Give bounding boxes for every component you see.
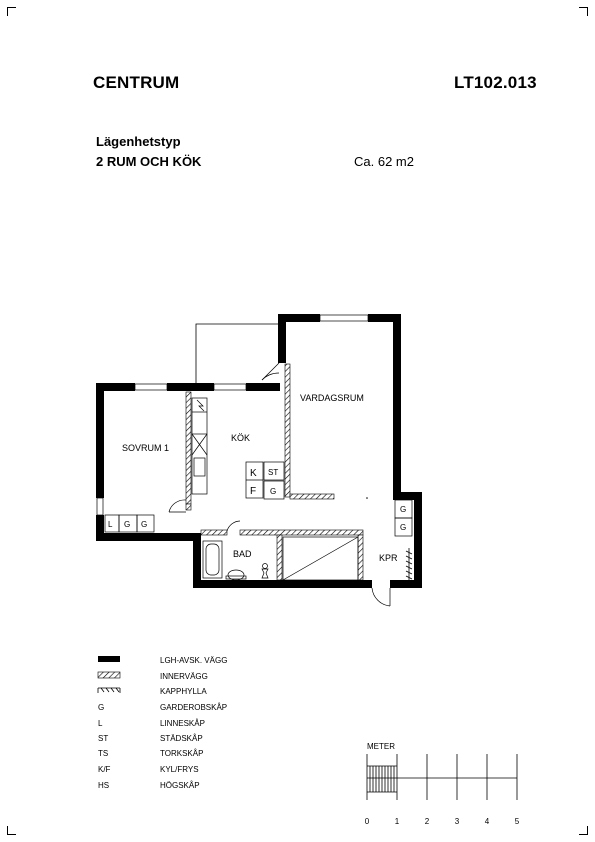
legend-code: ST [98, 734, 108, 743]
crop-mark-bottom-right [579, 826, 588, 835]
fixture-code-g4: G [400, 505, 406, 514]
area-name: CENTRUM [93, 73, 180, 92]
balcony [195, 323, 279, 383]
bathroom-fixtures [202, 540, 269, 581]
room-label-closet: KPR [379, 553, 398, 563]
scale-tick-label: 0 [365, 817, 370, 826]
fixture-code-g5: G [400, 523, 406, 532]
apartment-area: Ca. 62 m2 [354, 154, 414, 169]
fixture-code-f: F [250, 486, 256, 497]
coat-rack [405, 548, 413, 580]
legend-symbol-exterior-wall [98, 656, 120, 662]
scale-tick-label: 2 [425, 817, 430, 826]
room-label-bedroom: SOVRUM 1 [122, 443, 169, 453]
scale-tick-label: 5 [515, 817, 520, 826]
legend-code: G [98, 703, 104, 712]
scale-tick-label: 3 [455, 817, 460, 826]
fixture-code-k: K [250, 468, 257, 479]
legend-desc: HÖGSKÅP [160, 781, 200, 790]
kitchen-fixtures [191, 397, 285, 500]
legend-code: HS [98, 781, 109, 790]
windows [96, 314, 369, 516]
legend-code: TS [98, 749, 108, 758]
crop-mark-bottom-left [7, 826, 16, 835]
legend-desc: STÄDSKÅP [160, 734, 203, 743]
apartment-type-label: Lägenhetstyp [96, 134, 181, 149]
room-label-kitchen: KÖK [231, 433, 250, 443]
scale-tick-label: 1 [395, 817, 400, 826]
fixture-code-g2: G [141, 520, 147, 529]
scale-tick-label: 4 [485, 817, 490, 826]
apartment-type-value: 2 RUM OCH KÖK [96, 154, 202, 169]
legend-desc: LINNESKÅP [160, 719, 205, 728]
bedroom-wardrobes [104, 514, 155, 533]
object-id: LT102.013 [454, 73, 537, 92]
scale-bar: METER 0 1 2 3 4 5 [365, 742, 520, 826]
legend-desc: KYL/FRYS [160, 765, 199, 774]
crop-mark-top-left [7, 7, 16, 16]
legend-desc: TORKSKÅP [160, 749, 203, 758]
legend-code: K/F [98, 765, 111, 774]
legend-symbol-interior-wall [97, 671, 121, 679]
legend-symbol-coat-rack [97, 687, 121, 693]
exterior-walls [96, 314, 422, 588]
fixture-code-g1: G [124, 520, 130, 529]
legend-desc: KAPPHYLLA [160, 687, 207, 696]
legend-code: L [98, 719, 103, 728]
living-point [366, 497, 368, 499]
legend: G L ST TS K/F HS LGH-AVSK. VÄGG INNERVÄG… [98, 656, 227, 790]
legend-desc: INNERVÄGG [160, 672, 208, 681]
legend-symbols [97, 656, 121, 693]
hall-wardrobes [394, 499, 413, 537]
crop-mark-top-right [579, 7, 588, 16]
room-label-bathroom: BAD [233, 549, 252, 559]
fixture-code-l: L [108, 520, 113, 529]
legend-desc: LGH-AVSK. VÄGG [160, 656, 227, 665]
fixture-code-st: ST [268, 468, 278, 477]
room-label-living: VARDAGSRUM [300, 393, 364, 403]
fixture-code-g3: G [270, 487, 276, 496]
legend-desc: GARDEROBSKÅP [160, 703, 227, 712]
scale-label: METER [367, 742, 395, 751]
interior-walls [185, 363, 364, 581]
doors [168, 362, 391, 607]
storage-closet [282, 536, 359, 581]
